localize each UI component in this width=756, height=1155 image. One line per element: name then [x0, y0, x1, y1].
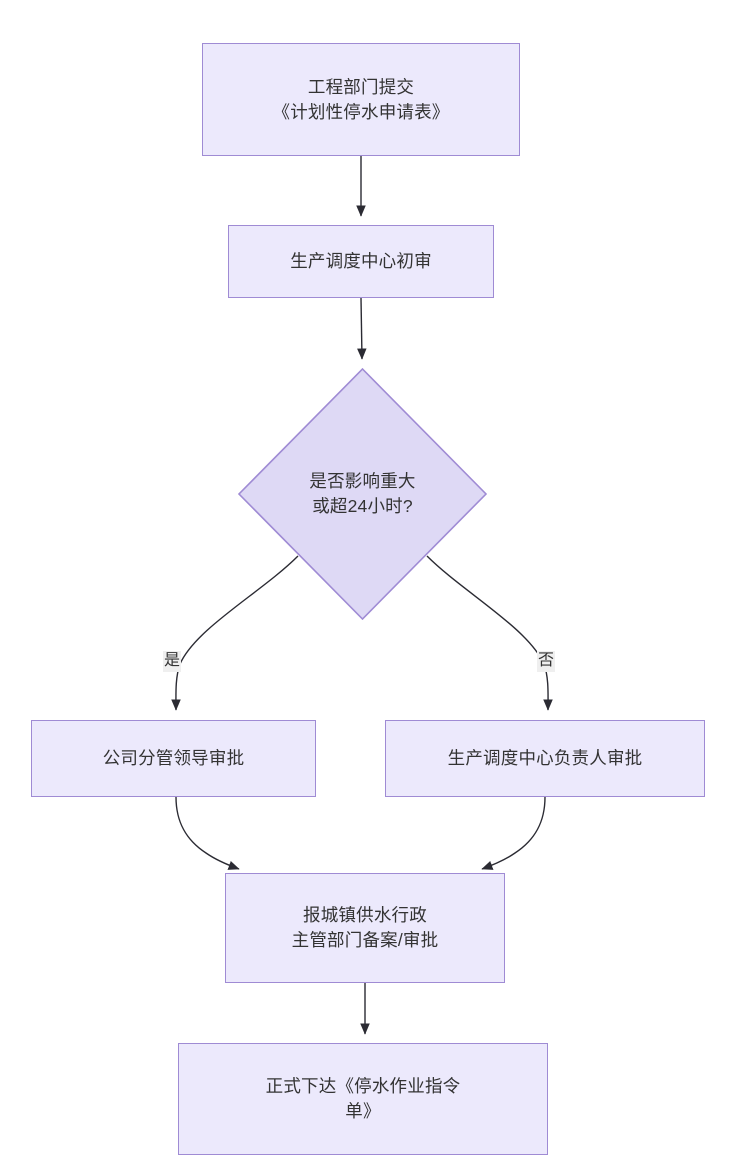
edge-label-yes: 是: [163, 651, 182, 672]
flow-node-decision-impact[interactable]: 是否影响重大 或超24小时?: [238, 368, 487, 620]
flow-node-engineering-submit[interactable]: 工程部门提交 《计划性停水申请表》: [202, 43, 520, 156]
flow-node-label: 生产调度中心初审: [290, 251, 432, 272]
flow-node-label: 生产调度中心负责人审批: [447, 748, 643, 769]
edge-n2-n3: [357, 297, 367, 360]
flow-node-dispatch-center-review[interactable]: 生产调度中心初审: [228, 225, 494, 298]
flow-node-label: 正式下达《停水作业指令 单》: [265, 1076, 461, 1121]
edge-n5-n6: [481, 796, 546, 870]
diamond-shape-icon: [238, 368, 487, 620]
flow-node-municipal-filing[interactable]: 报城镇供水行政 主管部门备案/审批: [225, 873, 505, 983]
flow-node-label: 工程部门提交 《计划性停水申请表》: [272, 76, 450, 122]
flow-node-label: 报城镇供水行政 主管部门备案/审批: [291, 905, 439, 950]
flow-node-issue-work-order[interactable]: 正式下达《停水作业指令 单》: [178, 1043, 548, 1155]
edge-label-no: 否: [537, 651, 556, 672]
flow-node-label: 是否影响重大 或超24小时?: [309, 471, 416, 516]
flow-node-label: 公司分管领导审批: [102, 748, 245, 769]
flow-node-company-leader-approval[interactable]: 公司分管领导审批: [31, 720, 316, 797]
flow-node-dispatch-head-approval[interactable]: 生产调度中心负责人审批: [385, 720, 705, 797]
edge-n4-n6: [175, 796, 240, 870]
